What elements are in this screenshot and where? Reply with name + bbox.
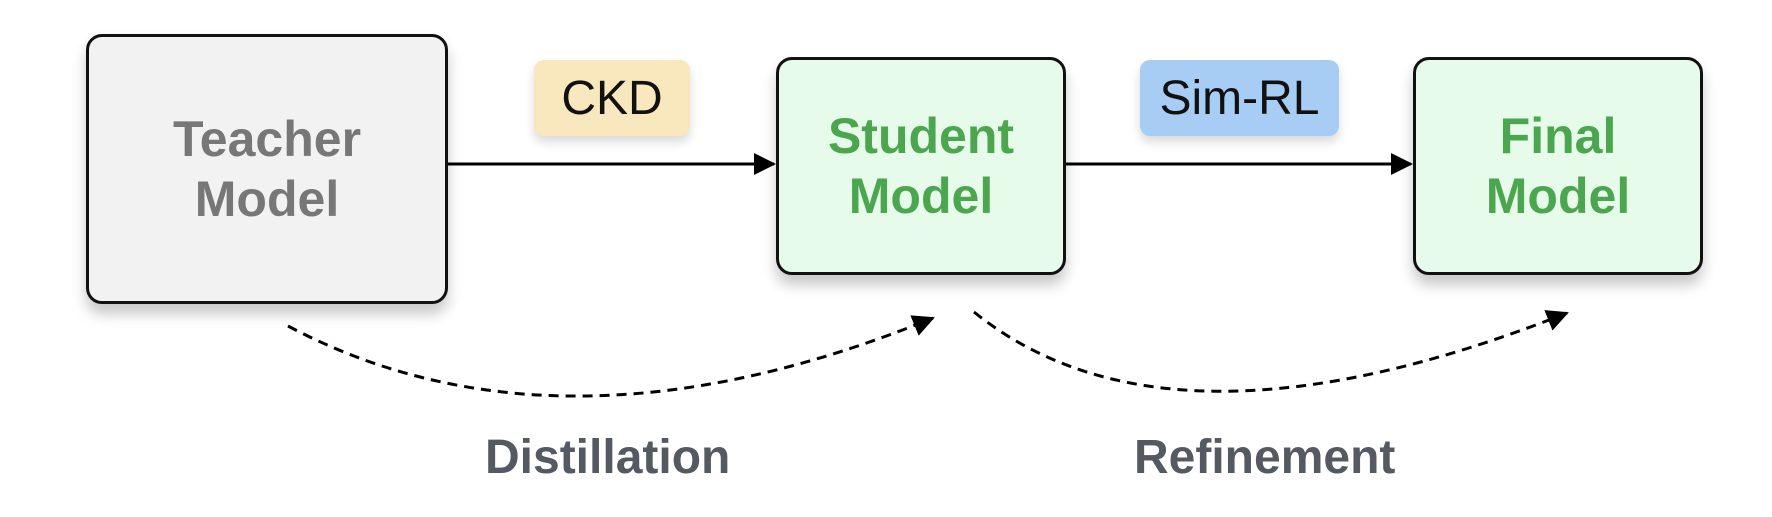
final-model-line1: Final: [1499, 108, 1617, 164]
teacher-model-line2: Model: [194, 171, 340, 227]
distillation-curve-arrow: [287, 315, 935, 398]
final-model-node: Final Model: [1413, 57, 1703, 275]
refinement-curve-arrow: [973, 310, 1569, 393]
teacher-model-node: Teacher Model: [86, 34, 448, 304]
final-model-line2: Model: [1485, 168, 1631, 224]
refinement-stage-label: Refinement: [1134, 431, 1396, 484]
teacher-model-line1: Teacher: [172, 111, 362, 167]
ckd-edge-label: CKD: [534, 60, 690, 136]
student-model-node: Student Model: [776, 57, 1066, 275]
student-model-line1: Student: [827, 108, 1015, 164]
sim-rl-edge-label: Sim-RL: [1140, 60, 1339, 136]
distillation-stage-label: Distillation: [485, 431, 731, 484]
student-model-line2: Model: [848, 168, 994, 224]
